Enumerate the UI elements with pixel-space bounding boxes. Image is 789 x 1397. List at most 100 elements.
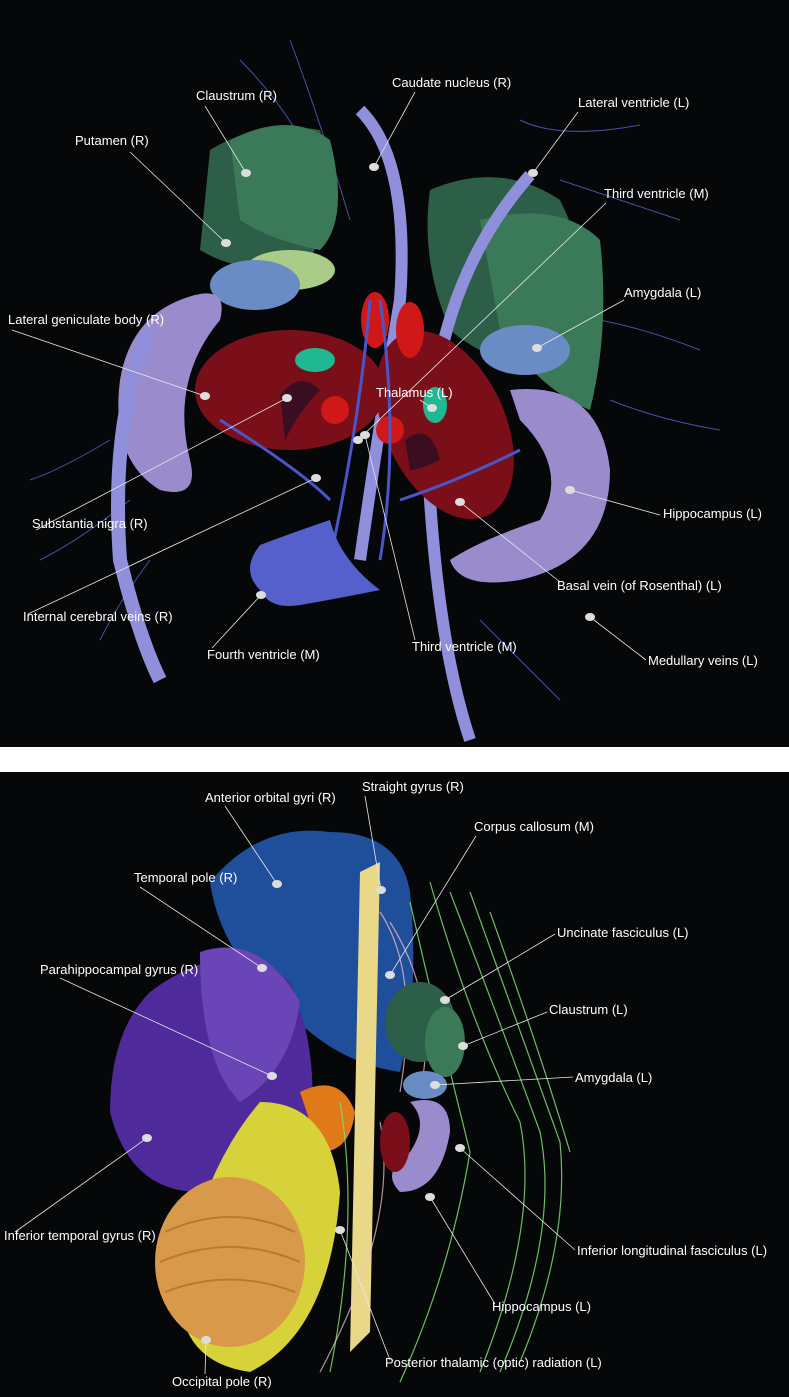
pin-marker-icon bbox=[241, 169, 251, 177]
pin-marker-icon bbox=[430, 1081, 440, 1089]
pin-marker-icon bbox=[353, 436, 363, 444]
leader-line bbox=[373, 91, 416, 168]
pin-marker-icon bbox=[282, 394, 292, 402]
structure-label: Third ventricle (M) bbox=[604, 186, 709, 201]
pin-marker-icon bbox=[458, 1042, 468, 1050]
leader-line bbox=[459, 501, 561, 583]
pin-marker-icon bbox=[385, 971, 395, 979]
pin-marker-icon bbox=[257, 964, 267, 972]
structure-label: Corpus callosum (M) bbox=[474, 819, 594, 834]
brain-surfaces bbox=[110, 830, 571, 1383]
deep-structures-illustration: Claustrum (R) Caudate nucleus (R) Lateral … bbox=[8, 39, 762, 742]
structure-label: Internal cerebral veins (R) bbox=[23, 609, 173, 624]
leader-line bbox=[459, 1147, 576, 1251]
amygdala-l bbox=[403, 1071, 447, 1099]
pin-marker-icon bbox=[532, 344, 542, 352]
pin-marker-icon bbox=[272, 880, 282, 888]
subthalamic-r bbox=[295, 348, 335, 372]
pin-marker-icon bbox=[425, 1193, 435, 1201]
orange-structure bbox=[300, 1085, 355, 1152]
structure-label: Hippocampus (L) bbox=[663, 506, 762, 521]
pin-marker-icon bbox=[335, 1226, 345, 1234]
red-structure bbox=[396, 302, 424, 358]
lateral-ventricle-r bbox=[111, 327, 167, 684]
structure-label: Occipital pole (R) bbox=[172, 1374, 272, 1389]
leader-line bbox=[589, 616, 647, 661]
pin-marker-icon bbox=[376, 886, 386, 894]
leader-line bbox=[444, 933, 556, 1001]
pin-marker-icon bbox=[440, 996, 450, 1004]
hippocampus-l bbox=[392, 1100, 450, 1192]
brain-structures bbox=[29, 39, 721, 742]
structure-label: Inferior temporal gyrus (R) bbox=[4, 1228, 156, 1243]
structure-label: Substantia nigra (R) bbox=[32, 516, 148, 531]
leader-line bbox=[11, 329, 206, 397]
leader-line bbox=[364, 434, 416, 641]
leader-line bbox=[211, 594, 262, 649]
structure-label: Posterior thalamic (optic) radiation (L) bbox=[385, 1355, 602, 1370]
leader-line bbox=[536, 299, 625, 349]
structure-label: Temporal pole (R) bbox=[134, 870, 237, 885]
pin-marker-icon bbox=[311, 474, 321, 482]
pin-marker-icon bbox=[585, 613, 595, 621]
putamen-l bbox=[425, 1007, 465, 1077]
midline-cut bbox=[350, 862, 380, 1352]
hippocampus-l bbox=[450, 389, 610, 583]
thalamus-l bbox=[380, 1112, 410, 1172]
leader-line bbox=[569, 489, 661, 516]
pin-marker-icon bbox=[267, 1072, 277, 1080]
leader-line bbox=[462, 1011, 548, 1047]
structure-label: Caudate nucleus (R) bbox=[392, 75, 511, 90]
structure-label: Fourth ventricle (M) bbox=[207, 647, 320, 662]
top-panel-deep-structures: Claustrum (R) Caudate nucleus (R) Lateral … bbox=[0, 0, 789, 747]
fourth-ventricle bbox=[250, 520, 380, 606]
leader-line bbox=[434, 1076, 574, 1086]
structure-label: Claustrum (R) bbox=[196, 88, 277, 103]
structure-label: Lateral geniculate body (R) bbox=[8, 312, 164, 327]
pin-marker-icon bbox=[256, 591, 266, 599]
structure-label: Parahippocampal gyrus (R) bbox=[40, 962, 198, 977]
structure-label: Inferior longitudinal fasciculus (L) bbox=[577, 1243, 767, 1258]
parahippocampal-gyrus bbox=[200, 947, 300, 1102]
pin-marker-icon bbox=[427, 404, 437, 412]
labels-bottom: Anterior orbital gyri (R)Straight gyrus … bbox=[4, 779, 767, 1389]
structure-label: Anterior orbital gyri (R) bbox=[205, 790, 336, 805]
ventral-view-illustration: Anterior orbital gyri (R)Straight gyrus … bbox=[4, 779, 767, 1389]
pin-marker-icon bbox=[221, 239, 231, 247]
bottom-panel-ventral-view: Anterior orbital gyri (R)Straight gyrus … bbox=[0, 772, 789, 1397]
pin-marker-icon bbox=[565, 486, 575, 494]
leader-line bbox=[224, 805, 278, 885]
pin-marker-icon bbox=[528, 169, 538, 177]
pin-marker-icon bbox=[455, 498, 465, 506]
pin-marker-icon bbox=[360, 431, 370, 439]
caudate-nucleus-r bbox=[354, 105, 408, 561]
claustrum-r bbox=[230, 125, 338, 250]
leader-line bbox=[14, 1137, 148, 1233]
fiber-tracts bbox=[329, 881, 571, 1383]
leader-line bbox=[59, 977, 273, 1077]
structure-label: Amygdala (L) bbox=[575, 1070, 652, 1085]
cerebellum-folia bbox=[159, 1216, 301, 1293]
structure-label: Lateral ventricle (L) bbox=[578, 95, 689, 110]
claustrum-l bbox=[480, 213, 604, 410]
structure-label: Claustrum (L) bbox=[549, 1002, 628, 1017]
leader-line bbox=[429, 1196, 496, 1305]
structure-label: Putamen (R) bbox=[75, 133, 149, 148]
pin-marker-icon bbox=[455, 1144, 465, 1152]
leader-line bbox=[204, 1339, 207, 1375]
leader-line bbox=[204, 105, 247, 174]
amygdala-l bbox=[480, 325, 570, 375]
pin-marker-icon bbox=[201, 1336, 211, 1344]
labels-top: Claustrum (R) Caudate nucleus (R) Lateral … bbox=[8, 75, 762, 668]
leader-line bbox=[357, 202, 607, 441]
structure-label: Hippocampus (L) bbox=[492, 1299, 591, 1314]
leader-line bbox=[35, 397, 288, 531]
amygdala-r bbox=[210, 260, 300, 310]
pin-marker-icon bbox=[200, 392, 210, 400]
pin-marker-icon bbox=[369, 163, 379, 171]
substantia-nigra-l bbox=[405, 433, 440, 470]
structure-label: Uncinate fasciculus (L) bbox=[557, 925, 689, 940]
internal-cerebral-veins bbox=[219, 299, 521, 561]
structure-label: Medullary veins (L) bbox=[648, 653, 758, 668]
leader-line bbox=[339, 1229, 391, 1361]
